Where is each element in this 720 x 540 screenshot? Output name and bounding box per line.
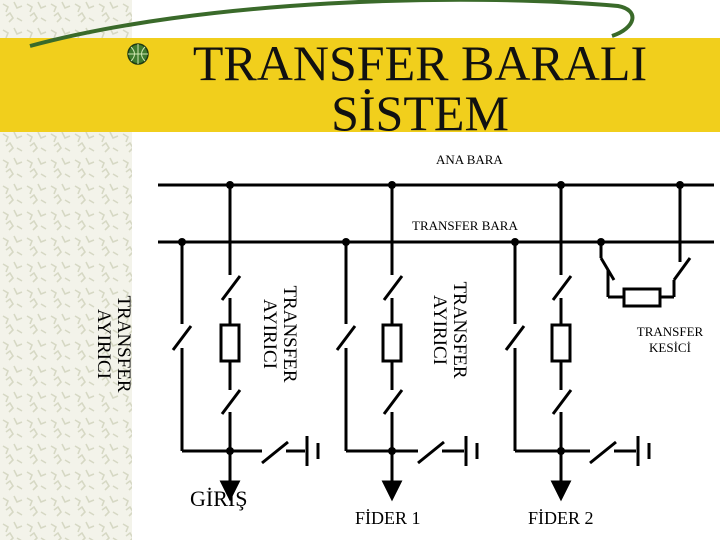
transfer-bus-label: TRANSFER BARA [412,218,518,233]
bay-feeder-2 [504,185,651,502]
transfer-disconnector-1 [171,325,193,351]
svg-text:AYIRICI: AYIRICI [259,299,280,369]
svg-text:AYIRICI: AYIRICI [429,295,450,365]
feeder-1-label: FİDER 1 [355,508,421,528]
slide-title: TRANSFER BARALI SİSTEM [180,38,660,138]
disconnector-3a [551,275,573,301]
input-label: GİRİŞ [190,486,247,511]
transfer-breaker [622,287,662,308]
svg-text:TRANSFER: TRANSFER [449,281,470,378]
disconnector-3b [551,389,573,415]
disconnector-1b [220,389,242,415]
breaker-2 [381,323,403,363]
breaker-1 [219,323,241,363]
line-disconnector-2 [417,440,445,465]
breaker-3 [550,323,572,363]
transfer-disconnector-label-1: TRANSFER AYIRICI [93,295,134,392]
transfer-breaker-label-2: KESİCİ [649,340,691,355]
bay-input [171,185,320,502]
transfer-disconnector-label-2: TRANSFER AYIRICI [259,285,300,382]
bus-junctions [178,181,684,246]
feeder-2-label: FİDER 2 [528,508,594,528]
transfer-disconnector-3 [504,325,526,351]
line-disconnector-3 [589,440,617,465]
title-line-2: SİSTEM [331,85,509,141]
svg-text:AYIRICI: AYIRICI [93,309,114,379]
bay-transfer-breaker [599,185,692,308]
disconnector-2a [382,275,404,301]
transfer-disconnector-label-3: TRANSFER AYIRICI [429,281,470,378]
svg-text:TRANSFER: TRANSFER [279,285,300,382]
svg-text:TRANSFER: TRANSFER [113,295,134,392]
transfer-breaker-disconnector-a [599,257,616,281]
disconnector-1a [220,275,242,301]
main-bus-label: ANA BARA [436,152,503,167]
line-disconnector-1 [261,440,289,465]
disconnector-2b [382,389,404,415]
title-line-1: TRANSFER BARALI [192,35,648,91]
transfer-breaker-disconnector-b [672,257,692,281]
transfer-breaker-label-1: TRANSFER [637,324,704,339]
transfer-disconnector-2 [335,325,357,351]
title-band [0,38,720,132]
bay-feeder-1 [335,185,479,502]
